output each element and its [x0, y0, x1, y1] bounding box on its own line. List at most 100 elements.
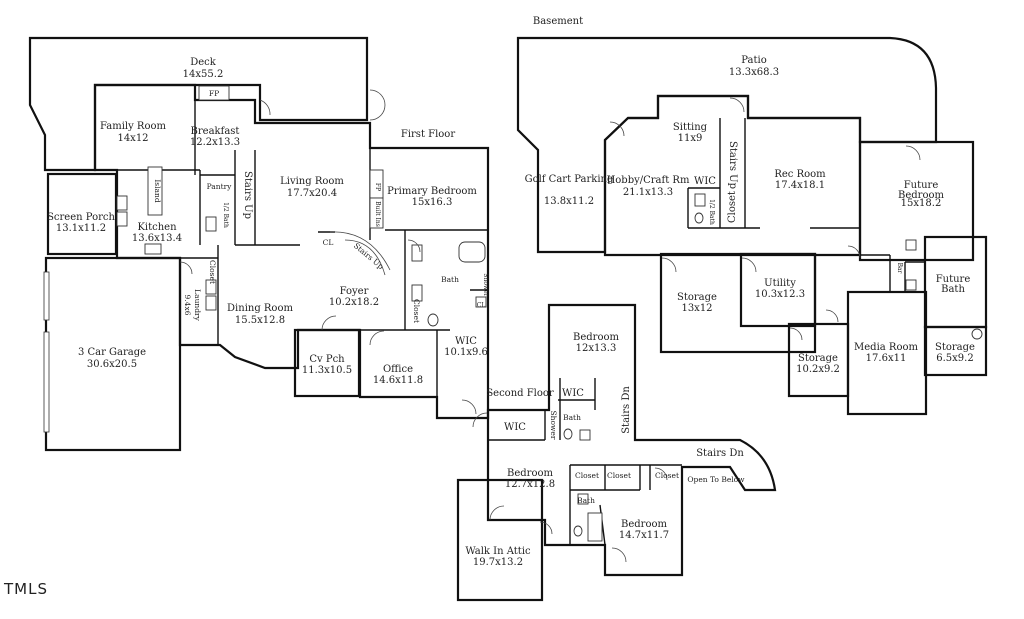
primary-bath-label: Bath [441, 275, 459, 284]
second-floor-outline [486, 303, 777, 577]
basement-wic-label: WIC [694, 176, 716, 187]
dining-room-label: Dining Room [227, 303, 293, 314]
bath-a-label: Bath [563, 413, 581, 422]
bedroom-top-label: Bedroom [573, 332, 619, 343]
closet-b-label: Closet [607, 471, 631, 480]
sitting-size: 11x9 [678, 133, 703, 144]
deck-size: 14x55.2 [183, 69, 224, 80]
storage3-label: Storage [935, 342, 975, 353]
half-bath-label: 1/2 Bath [222, 202, 229, 228]
utility-size: 10.3x12.3 [755, 289, 805, 300]
rec-room-label: Rec Room [774, 169, 826, 180]
media-room-label: Media Room [854, 342, 918, 353]
basement-labels: Basement Patio 13.3x68.3 Sitting 11x9 Go… [525, 16, 975, 375]
second-floor [456, 303, 777, 602]
living-room-label: Living Room [280, 176, 344, 187]
wic-size: 10.1x9.6 [444, 347, 488, 358]
hobby-label: Hobby/Craft Rm [607, 175, 690, 186]
sitting-label: Sitting [673, 122, 708, 133]
laundry-label: Laundry [193, 289, 202, 321]
media-room-area [846, 290, 928, 416]
first-floor [28, 36, 490, 452]
future-bath-label-1: Future [936, 274, 971, 285]
island-label: Island [153, 179, 162, 203]
cv-porch-area [293, 328, 361, 398]
breakfast-label: Breakfast [191, 126, 240, 137]
cl-label: CL [323, 238, 334, 247]
garage-label: 3 Car Garage [78, 347, 146, 358]
media-room-size: 17.6x11 [866, 353, 907, 364]
attic-size: 19.7x13.2 [473, 557, 523, 568]
family-room-size: 14x12 [117, 133, 148, 144]
pantry-label: Pantry [207, 182, 233, 191]
living-fp-label: FP [374, 183, 381, 191]
future-bedroom-area [858, 140, 975, 262]
hobby-size: 21.1x13.3 [623, 187, 673, 198]
foyer-size: 10.2x18.2 [329, 297, 379, 308]
storage2-size: 10.2x9.2 [796, 364, 840, 375]
kitchen-size: 13.6x13.4 [132, 233, 182, 244]
kitchen-label: Kitchen [137, 222, 177, 233]
bar-label: Bar [896, 263, 903, 274]
closet-a-label: Closet [575, 471, 599, 480]
wic-a-label: WIC [562, 388, 584, 399]
storage2-label: Storage [798, 353, 838, 364]
primary-bedroom-size: 15x16.3 [412, 197, 453, 208]
attic-label: Walk In Attic [465, 546, 531, 557]
storage1-size: 13x12 [681, 303, 712, 314]
foyer-label: Foyer [340, 286, 369, 297]
first-floor-title: First Floor [401, 129, 455, 140]
stairs-up-label: Stairs Up [242, 171, 253, 219]
basement-closet-label: Closet [727, 191, 738, 223]
golf-cart-size: 13.8x11.2 [544, 196, 594, 207]
office-label: Office [383, 364, 413, 375]
screen-porch-size: 13.1x11.2 [56, 223, 106, 234]
wic-b-label: WIC [504, 422, 526, 433]
cv-pch-label: Cv Pch [309, 354, 345, 365]
living-room-size: 17.7x20.4 [287, 188, 337, 199]
family-room-label: Family Room [100, 121, 166, 132]
foyer-stairs-label: Stairs Up [352, 241, 385, 271]
future-bedroom-size: 15x18.2 [901, 198, 942, 209]
bedroom-right-size: 14.7x11.7 [619, 530, 669, 541]
patio-size: 13.3x68.3 [729, 67, 779, 78]
breakfast-size: 12.2x13.3 [190, 137, 240, 148]
cv-pch-size: 11.3x10.5 [302, 365, 352, 376]
tmls-watermark: TMLS [4, 580, 48, 598]
closet-c-label: Closet [655, 471, 679, 480]
bedroom-right-label: Bedroom [621, 519, 667, 530]
second-floor-labels: Second Floor Bedroom 12x13.3 WIC WIC Sho… [465, 332, 745, 568]
basement [516, 36, 988, 416]
deck-fp-label: FP [209, 89, 219, 98]
second-floor-title: Second Floor [486, 388, 554, 399]
office-size: 14.6x11.8 [373, 375, 423, 386]
primary-bedroom-label: Primary Bedroom [387, 186, 477, 197]
screen-porch-label: Screen Porch [47, 212, 115, 223]
deck-label: Deck [190, 57, 217, 68]
bedroom-left-size: 12.7x12.8 [505, 479, 555, 490]
first-floor-labels: First Floor Deck 14x55.2 FP Family Room … [47, 57, 489, 386]
laundry-size: 9.4x6 [183, 295, 192, 316]
future-bedroom-label-1: Future [904, 180, 939, 191]
laundry-closet-label: Closet [208, 260, 217, 284]
bath-b-label: Bath [577, 496, 595, 505]
storage1-label: Storage [677, 292, 717, 303]
stairs-dn-b-label: Stairs Dn [696, 448, 744, 459]
stairs-dn-a-label: Stairs Dn [621, 386, 632, 434]
cl2-label: CL [477, 302, 486, 309]
dining-room-size: 15.5x12.8 [235, 315, 285, 326]
storage3-size: 6.5x9.2 [936, 353, 973, 364]
utility-label: Utility [764, 278, 796, 289]
golf-cart-label: Golf Cart Parking [525, 174, 614, 185]
rec-room-size: 17.4x18.1 [775, 180, 825, 191]
shower-label: Shower [482, 273, 489, 296]
utility-area [739, 252, 817, 328]
garage-size: 30.6x20.5 [87, 359, 137, 370]
future-bath-label-2: Bath [941, 284, 965, 295]
bedroom-left-label: Bedroom [507, 468, 553, 479]
built-ins-label: Built Ins [374, 201, 381, 227]
shower-2-label: Shower [549, 411, 558, 440]
closet-label: Closet [412, 299, 421, 323]
patio-label: Patio [741, 55, 766, 66]
